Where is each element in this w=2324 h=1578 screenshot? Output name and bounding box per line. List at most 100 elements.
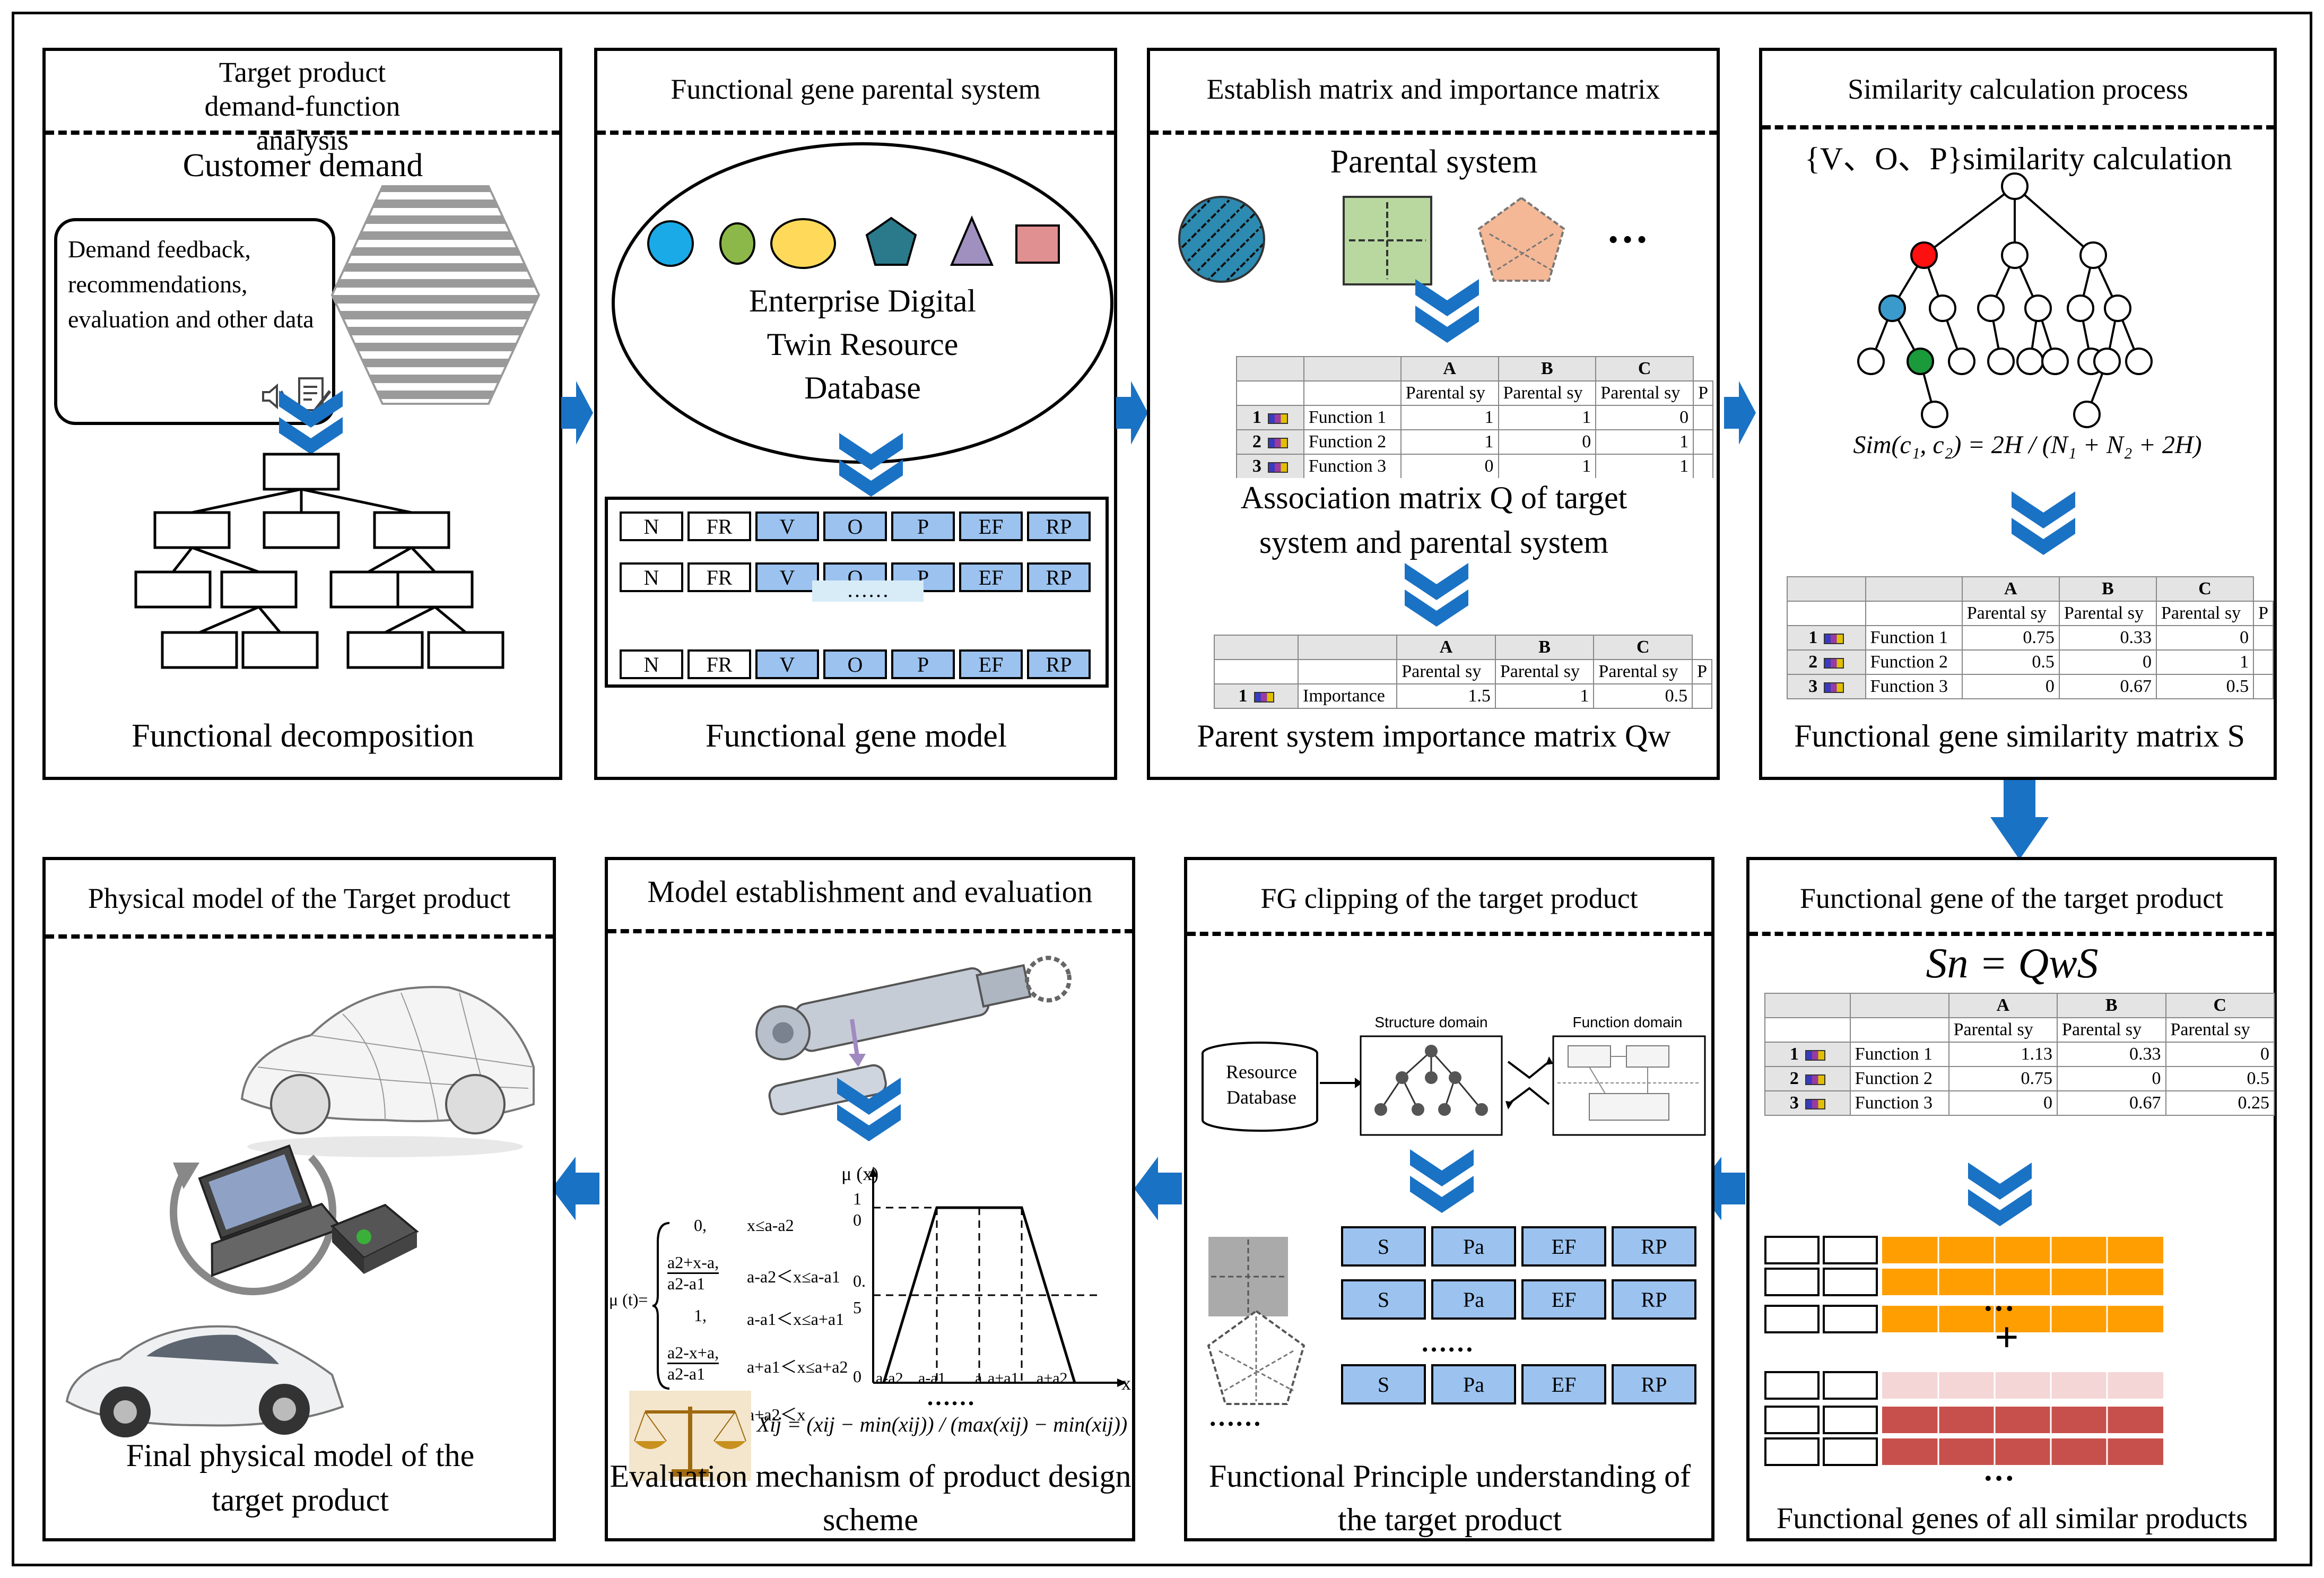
gene-value-bar <box>1882 1372 2163 1399</box>
column-header: B <box>2058 576 2157 602</box>
cell-value: 0 <box>2165 1042 2275 1067</box>
x-tick-a-a2: a-a2 <box>876 1369 903 1387</box>
cell-value: 1.5 <box>1396 683 1496 709</box>
sub-header: Parental sy <box>1400 380 1499 406</box>
cell-value: 0.33 <box>2057 1042 2166 1067</box>
down-chevron-icon <box>1405 563 1468 627</box>
row-number: 2 <box>1789 1069 1799 1088</box>
x-tick-a+a1: a+a1 <box>988 1369 1019 1387</box>
row-icon <box>1267 413 1288 424</box>
row-icon <box>1824 682 1844 693</box>
mu-axis-label: μ (x) <box>841 1163 879 1184</box>
x-tick-a-a1: a-a1 <box>918 1369 946 1387</box>
gene-key-cell <box>1764 1268 1820 1296</box>
gene-key-cell <box>1764 1406 1820 1434</box>
cell-value: 1 <box>1400 429 1499 455</box>
x-tick-a+a2: a+a2 <box>1037 1369 1068 1387</box>
sub-header: Parental sy <box>2165 1017 2275 1043</box>
down-chevron-icon <box>2012 491 2075 555</box>
gene-cell-n: N <box>620 511 683 541</box>
down-chevron-icon <box>1968 1163 2032 1226</box>
gene-cell-fr: FR <box>687 562 751 592</box>
panel-similarity-calculation: Similarity calculation process {V、O、P}si… <box>1759 48 2277 780</box>
gene-cell-ef: EF <box>959 511 1023 541</box>
piecewise-brace <box>652 1222 670 1390</box>
down-chevron-icon <box>837 1078 901 1141</box>
gene-key-cell <box>1764 1371 1820 1400</box>
panel-model-evaluation: Model establishment and evaluation μ (x)… <box>605 857 1135 1541</box>
similarity-matrix-caption: Functional gene similarity matrix S <box>1794 718 2245 753</box>
row-icon <box>1824 634 1844 645</box>
y-tick-origin: 0 <box>853 1367 861 1386</box>
row-icon <box>1805 1074 1825 1086</box>
parental-shapes <box>1178 196 1565 285</box>
gene-cell-o: O <box>823 511 887 541</box>
cell-value: 0 <box>1400 454 1499 478</box>
cell-value: 1 <box>1494 683 1595 709</box>
gene-cell-ef: EF <box>959 562 1023 592</box>
resource-database-label: Resource Database <box>1226 1061 1297 1108</box>
plus-sign: + <box>1995 1314 2019 1361</box>
column-header: A <box>1396 635 1496 660</box>
column-header: A <box>1948 993 2058 1018</box>
demand-note-box: Demand feedback, recommendations, evalua… <box>54 218 335 425</box>
sub-header: Parental sy <box>2057 1017 2166 1043</box>
row-label: Function 1 <box>1849 1042 1949 1067</box>
cell-value: 1 <box>1498 454 1597 478</box>
piece-value: a2+x-a,a2-a1 <box>667 1253 719 1293</box>
column-header: C <box>1593 635 1693 660</box>
gene-key-cell <box>1764 1305 1820 1333</box>
y-tick-0-dot: 0. <box>853 1271 866 1290</box>
panel-fg-clipping: FG clipping of the target product Resour… <box>1184 857 1714 1541</box>
cell-value: 0 <box>1498 429 1597 455</box>
row-number: 1 <box>1252 407 1261 427</box>
piecewise-lhs: μ (t)= <box>609 1290 648 1309</box>
column-header: A <box>1400 356 1499 382</box>
row-icon <box>1824 658 1844 669</box>
piece-condition: a-a1＜x≤a+a1 <box>747 1310 845 1329</box>
sub-header: Parental sy <box>1595 380 1694 406</box>
row-label: Function 3 <box>1865 674 1963 699</box>
clip-cell-rp: RP <box>1612 1279 1696 1320</box>
x-axis-label: x <box>1121 1373 1131 1394</box>
cell-value: 0.5 <box>2155 674 2255 699</box>
down-chevron-icon <box>1415 279 1479 343</box>
association-matrix-caption: Association matrix Q of target system an… <box>1240 480 1627 560</box>
sub-header: P <box>1693 380 1713 406</box>
piece-condition: a+a1＜x≤a+a2 <box>747 1357 848 1376</box>
column-header: A <box>1961 576 2060 602</box>
piece-value: 1, <box>694 1306 707 1325</box>
gene-value-bar <box>1882 1407 2163 1433</box>
piece-value: 0, <box>694 1216 707 1235</box>
panel-title: Model establishment and evaluation <box>647 874 1093 909</box>
row-icon <box>1267 438 1288 449</box>
clip-cell-rp: RP <box>1612 1364 1696 1404</box>
final-model-caption: Final physical model of the target produ… <box>126 1438 475 1518</box>
sub-header: P <box>2253 601 2274 626</box>
gene-cell-o: O <box>823 649 887 679</box>
y-tick-0: 0 <box>853 1210 861 1229</box>
row-number: 2 <box>1252 432 1261 452</box>
laptop-cycle-image <box>170 1144 344 1296</box>
panel-establish-matrix: Establish matrix and importance matrix P… <box>1147 48 1720 780</box>
cell-value: 0 <box>2057 1066 2166 1091</box>
piece-condition: x≤a-a2 <box>747 1216 794 1235</box>
sub-header: Parental sy <box>1396 659 1496 684</box>
panel-functional-gene-parental-system: Functional gene parental system Enterpri… <box>594 48 1117 780</box>
gene-cell-v: V <box>755 562 819 592</box>
cell-value: 1 <box>1595 454 1694 478</box>
clip-rows-ellipsis: …… <box>1421 1328 1474 1357</box>
function-domain-label: Function domain <box>1572 1014 1683 1030</box>
gene-cell-p: P <box>891 511 955 541</box>
y-tick-1: 1 <box>853 1189 861 1208</box>
cell-value: 0 <box>1961 674 2060 699</box>
cell-value: 0.5 <box>1961 649 2060 675</box>
gene-key-cell <box>1823 1268 1878 1296</box>
